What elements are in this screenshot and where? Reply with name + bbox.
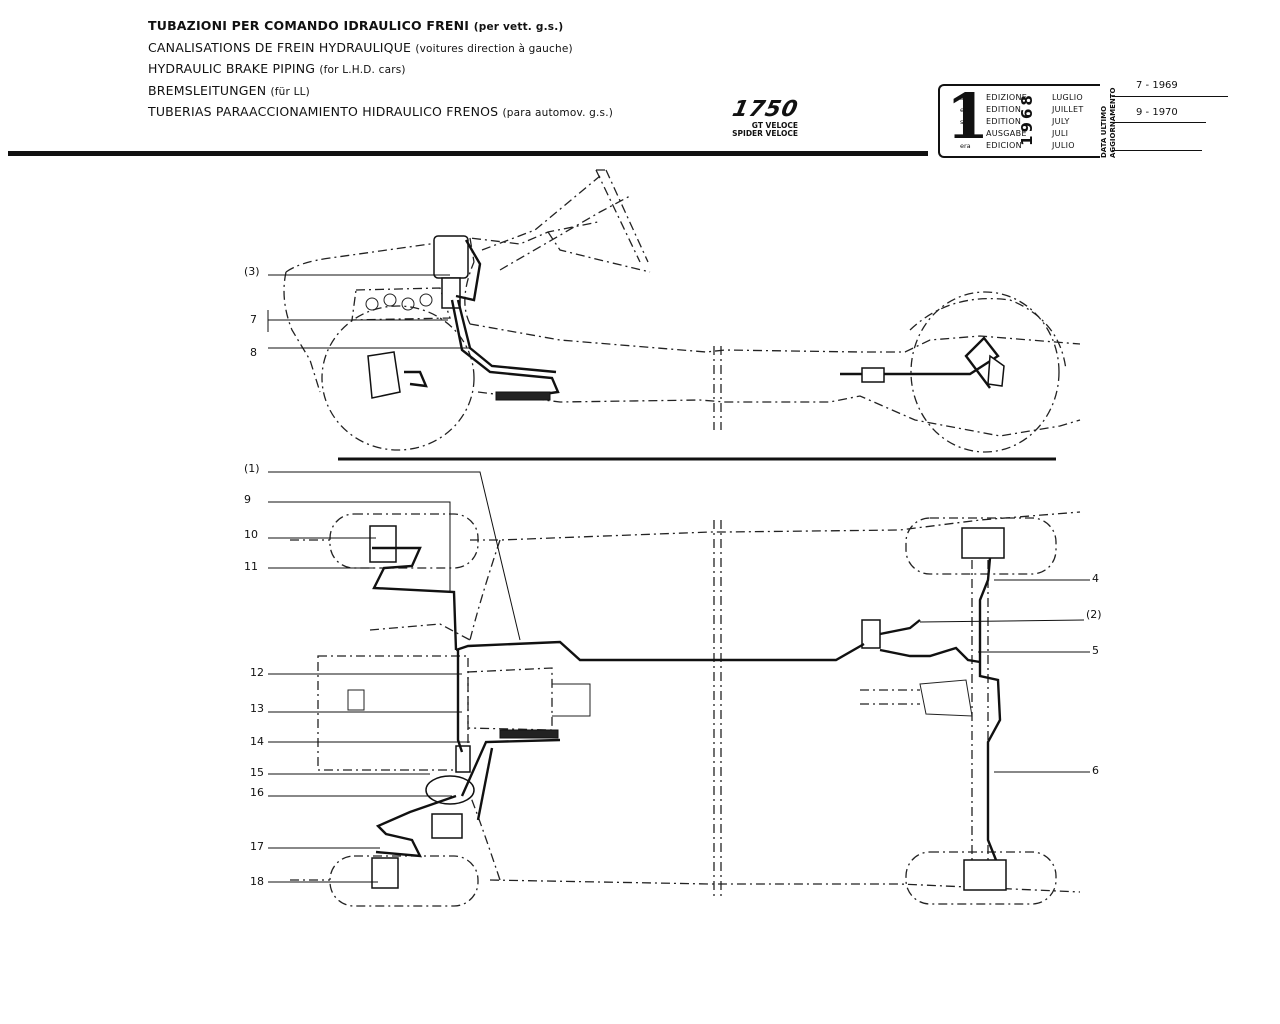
side-engine-ports [365, 293, 433, 311]
callout-8: 8 [250, 346, 257, 359]
plan-pipe-valve-axle [879, 646, 981, 664]
title-line-en: HYDRAULIC BRAKE PIPING (for L.H.D. cars) [148, 61, 406, 76]
plan-pipe-servo-2 [476, 747, 494, 821]
plan-pipe-valve-top [879, 619, 921, 636]
side-reservoir [433, 235, 469, 279]
plan-wheel-front-left [329, 513, 479, 569]
side-rear-arch [909, 297, 1067, 371]
callout-1: (1) [244, 462, 260, 475]
plan-pipe-servo [460, 738, 561, 797]
side-pipe-rear [456, 299, 557, 374]
plan-wheel-rear-left [905, 517, 1057, 575]
plan-view [290, 511, 1081, 907]
callout-12: 12 [250, 666, 264, 679]
title-line-fr: CANALISATIONS DE FREIN HYDRAULIQUE (voit… [148, 39, 573, 55]
callout-10: 10 [244, 528, 258, 541]
edition-months: LUGLIO JUILLET JULY JULI JULIO [1052, 93, 1084, 150]
callout-7: 7 [250, 313, 257, 326]
side-pipe-reservoir [455, 239, 482, 302]
plan-wheel-front-right [329, 855, 479, 907]
plan-engine-top [369, 623, 471, 641]
callout-17: 17 [250, 840, 264, 853]
side-pipe-front [450, 299, 560, 400]
callout-13: 13 [250, 702, 264, 715]
side-rear-wheel [910, 291, 1060, 453]
title-line-it: TUBAZIONI PER COMANDO IDRAULICO FRENI (p… [148, 18, 564, 33]
update-date-1: 7 - 1969 [1136, 80, 1178, 91]
title-line-es: TUBERIAS PARAACCIONAMIENTO HIDRAULICO FR… [148, 104, 614, 119]
callout-16: 16 [250, 786, 264, 799]
plan-wheel-rear-right [905, 851, 1057, 905]
plan-pipe-main-rear [455, 640, 865, 662]
plan-caliper-rear-left [961, 527, 1005, 559]
plan-master-cylinder [431, 813, 463, 839]
update-date-2: 9 - 1970 [1136, 107, 1178, 118]
side-firewall [469, 175, 631, 271]
side-servo [495, 391, 551, 401]
callout-6: 6 [1092, 764, 1099, 777]
model-logo: 1750 GT VELOCE SPIDER VELOCE [708, 97, 801, 138]
edition-number: 1 [946, 80, 990, 153]
side-callout-leaders [267, 274, 470, 349]
plan-body-outline [290, 511, 1081, 893]
callout-14: 14 [250, 735, 264, 748]
side-body-outline [283, 221, 1081, 437]
callout-3: (3) [244, 265, 260, 278]
callout-15: 15 [250, 766, 264, 779]
side-limiter-valve [861, 367, 885, 383]
plan-callout-leaders [268, 471, 1090, 883]
plan-frame-break [713, 520, 722, 896]
plan-engine-block [347, 689, 365, 711]
plan-differential [919, 679, 973, 717]
side-steering-wheel [595, 169, 649, 263]
plan-caliper-front-left [369, 525, 397, 563]
callout-11: 11 [244, 560, 258, 573]
edition-suffixes: a ere st . era [960, 94, 971, 150]
side-master-cylinder [441, 277, 461, 309]
plan-gearbox-tail [552, 683, 591, 717]
header-rule [8, 151, 928, 156]
side-pipe-caliper [404, 370, 428, 388]
update-line-3 [1112, 150, 1202, 151]
callout-5: 5 [1092, 644, 1099, 657]
side-engine [351, 287, 451, 321]
plan-servo [425, 775, 475, 805]
title-block: TUBAZIONI PER COMANDO IDRAULICO FRENI (p… [148, 16, 613, 124]
edition-labels: EDIZIONE EDITION EDITION AUSGABE EDICION [986, 93, 1028, 150]
plan-pipe-front-right [375, 794, 457, 858]
side-pipe-rear-axle [840, 336, 1000, 389]
callout-9: 9 [244, 493, 251, 506]
plan-reservoir [455, 745, 471, 773]
side-front-caliper [367, 351, 401, 399]
plan-caliper-front-right [371, 857, 399, 889]
plan-pipe-front-left [372, 546, 458, 651]
title-line-de: BREMSLEITUNGEN (für LL) [148, 82, 310, 98]
plan-pipe-to-mc [456, 650, 464, 753]
edition-box [938, 84, 1100, 158]
plan-gearbox [467, 667, 553, 731]
side-view [283, 169, 1081, 461]
plan-servo-rod [499, 729, 559, 739]
update-line-2 [1112, 122, 1206, 123]
plan-caliper-rear-right [963, 859, 1007, 891]
callout-18: 18 [250, 875, 264, 888]
callout-4: 4 [1092, 572, 1099, 585]
update-line-1 [1112, 96, 1228, 97]
callout-2: (2) [1086, 608, 1102, 621]
plan-limiter-valve [861, 619, 881, 649]
plan-propshaft-end [860, 689, 920, 705]
model-variant-spider: SPIDER VELOCE [732, 129, 798, 138]
plan-pipe-rear-axle [978, 557, 1002, 861]
side-frame-break [713, 346, 722, 430]
model-variant-gt: GT VELOCE [751, 121, 798, 130]
side-front-wheel [321, 305, 475, 451]
side-rear-caliper [987, 354, 1005, 387]
plan-engine [317, 655, 469, 771]
